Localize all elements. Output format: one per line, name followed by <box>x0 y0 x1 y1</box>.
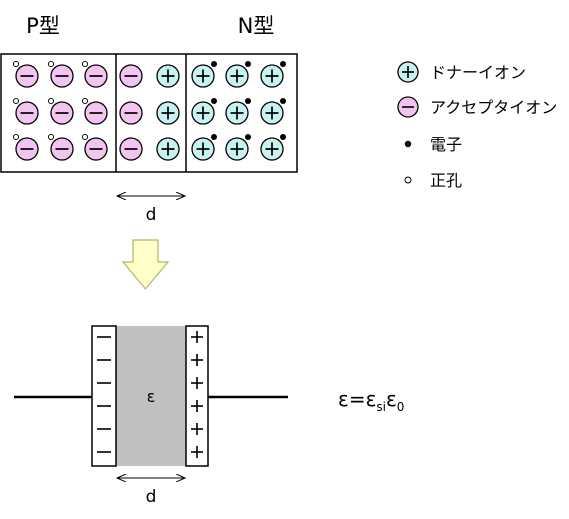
acceptor-ion <box>81 60 108 88</box>
n-type-label: N型 <box>238 14 275 38</box>
width-label-top: d <box>146 205 157 225</box>
electron-dot <box>280 98 286 104</box>
electron-dot <box>245 61 251 67</box>
donor-ion <box>260 61 286 88</box>
p-type-label: P型 <box>26 14 60 38</box>
acceptor-ion <box>119 64 143 88</box>
donor-ion <box>191 134 217 161</box>
hole-dot <box>47 97 55 105</box>
legend-item-acceptor: アクセプタイオン <box>397 96 557 118</box>
hole-dot <box>47 60 55 68</box>
hole-dot <box>12 97 20 105</box>
electron-dot <box>211 98 217 104</box>
acceptor-ion <box>47 97 74 125</box>
formula-eps-si: ε <box>366 387 377 411</box>
legend-item-electron: 電子 <box>404 135 462 154</box>
hole-dot <box>12 60 20 68</box>
ion-grid <box>12 60 286 161</box>
donor-ion <box>156 137 180 161</box>
hole-dot <box>12 133 20 141</box>
formula-lhs: ε <box>338 387 349 411</box>
donor-ion <box>191 61 217 88</box>
legend-item-donor: ドナーイオン <box>397 61 526 83</box>
formula-eps-0: ε <box>386 387 397 411</box>
semiconductor-block <box>0 53 298 173</box>
dielectric-label: ε <box>147 387 156 406</box>
electron-dot <box>280 134 286 140</box>
donor-ion <box>191 98 217 125</box>
donor-ion <box>156 101 180 125</box>
legend-label-electron: 電子 <box>430 135 462 154</box>
donor-ion <box>260 134 286 161</box>
acceptor-ion <box>81 133 108 161</box>
capacitor-plate-left <box>91 325 117 467</box>
donor-ion <box>225 98 251 125</box>
hole-dot <box>81 97 89 105</box>
donor-ion <box>156 64 180 88</box>
capacitor-plate-right <box>185 325 209 467</box>
acceptor-ion <box>81 97 108 125</box>
hollow-dot-icon <box>404 176 412 184</box>
hole-dot <box>47 133 55 141</box>
electron-dot <box>211 134 217 140</box>
width-label-bottom: d <box>146 487 157 507</box>
acceptor-ion <box>119 101 143 125</box>
filled-dot-icon <box>404 140 412 148</box>
donor-ion <box>225 61 251 88</box>
permittivity-formula: ε=εsiε0 <box>338 387 404 414</box>
legend-label-acceptor: アクセプタイオン <box>430 98 557 117</box>
acceptor-ion <box>12 133 39 161</box>
electron-dot <box>211 61 217 67</box>
acceptor-ion <box>12 60 39 88</box>
legend: ドナーイオン アクセプタイオン 電子 正孔 <box>397 61 557 190</box>
formula-sub-si: si <box>376 400 386 414</box>
down-arrow-icon <box>121 239 170 290</box>
acceptor-ion <box>47 133 74 161</box>
electron-dot <box>280 61 286 67</box>
acceptor-ion <box>12 97 39 125</box>
electron-dot <box>245 134 251 140</box>
hole-dot <box>81 60 89 68</box>
donor-ion <box>260 98 286 125</box>
hole-dot <box>81 133 89 141</box>
dielectric-region <box>116 326 186 466</box>
legend-label-donor: ドナーイオン <box>430 63 526 82</box>
legend-item-hole: 正孔 <box>404 171 462 190</box>
acceptor-ion <box>47 60 74 88</box>
formula-sub-0: 0 <box>397 400 405 414</box>
electron-dot <box>245 98 251 104</box>
acceptor-ion <box>119 137 143 161</box>
legend-label-hole: 正孔 <box>430 171 462 190</box>
plate-charge-signs <box>97 331 203 458</box>
formula-equals: = <box>349 387 366 411</box>
donor-ion <box>225 134 251 161</box>
